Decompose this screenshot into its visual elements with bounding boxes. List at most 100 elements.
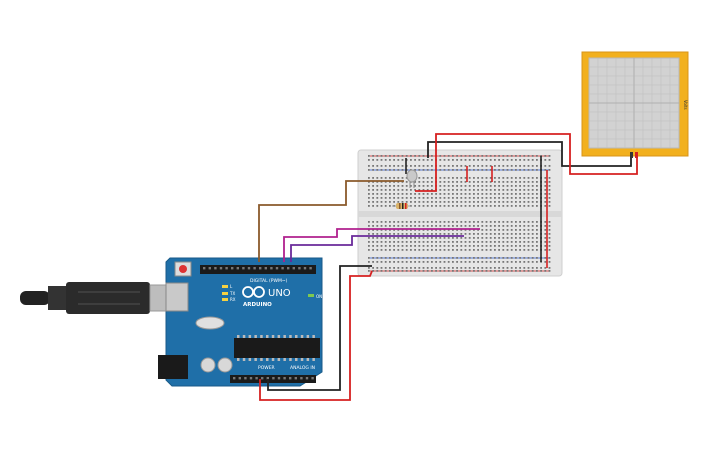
breadboard-hole xyxy=(477,270,479,272)
breadboard-hole xyxy=(452,221,454,223)
chip-pin xyxy=(237,335,240,338)
wire-black-gnd[interactable] xyxy=(267,265,372,391)
breadboard-hole xyxy=(393,221,395,223)
wire-black-scope[interactable] xyxy=(427,141,632,167)
breadboard-hole xyxy=(452,267,454,269)
breadboard-hole xyxy=(510,159,513,161)
wire-magenta-pin[interactable] xyxy=(283,228,480,262)
breadboard-hole xyxy=(523,237,526,239)
breadboard-hole xyxy=(405,189,408,191)
wire-purple-pin[interactable] xyxy=(290,235,464,262)
breadboard-hole xyxy=(485,185,488,187)
breadboard-hole xyxy=(468,267,471,269)
breadboard-hole xyxy=(519,237,521,239)
breadboard-hole xyxy=(548,270,551,272)
breadboard-hole xyxy=(489,193,492,195)
breadboard-hole xyxy=(544,165,547,167)
wire-brown-pin-to-resistor[interactable] xyxy=(258,180,404,262)
breadboard-hole xyxy=(443,193,446,195)
breadboard-hole xyxy=(494,237,496,239)
breadboard-hole xyxy=(510,201,513,203)
breadboard-hole xyxy=(519,197,521,199)
breadboard-hole xyxy=(519,201,521,203)
breadboard-hole xyxy=(439,181,442,183)
crystal-oscillator xyxy=(195,316,225,330)
breadboard-hole xyxy=(481,233,484,235)
breadboard-hole xyxy=(531,267,534,269)
breadboard-hole xyxy=(498,185,500,187)
breadboard-hole xyxy=(536,159,538,161)
breadboard-hole xyxy=(384,225,387,227)
oscilloscope[interactable]: Volts xyxy=(581,51,689,158)
breadboard-hole xyxy=(389,189,391,191)
breadboard-hole xyxy=(460,267,463,269)
breadboard-hole xyxy=(452,270,454,272)
breadboard-hole xyxy=(435,245,437,247)
breadboard-hole xyxy=(380,257,383,259)
breadboard-hole xyxy=(544,267,547,269)
breadboard-hole xyxy=(443,221,446,223)
breadboard-hole xyxy=(498,189,500,191)
resistor-component[interactable] xyxy=(392,203,412,209)
breadboard-hole xyxy=(527,155,530,157)
breadboard-hole xyxy=(519,241,521,243)
breadboard-hole xyxy=(380,261,383,263)
breadboard-hole xyxy=(372,257,374,259)
breadboard-hole xyxy=(410,193,412,195)
digital-header[interactable] xyxy=(200,265,316,274)
breadboard-hole xyxy=(426,189,429,191)
breadboard-hole xyxy=(384,177,387,179)
breadboard-hole xyxy=(527,237,530,239)
breadboard-hole xyxy=(473,267,475,269)
chip-pin xyxy=(254,358,257,361)
breadboard-hole xyxy=(494,225,496,227)
breadboard-hole xyxy=(481,261,484,263)
oscilloscope-terminal-negative[interactable] xyxy=(630,152,633,158)
breadboard-hole xyxy=(410,249,412,251)
breadboard-hole xyxy=(468,261,471,263)
breadboard-hole xyxy=(523,229,526,231)
chip-pin xyxy=(242,335,246,338)
led-component[interactable] xyxy=(406,169,418,188)
breadboard-hole xyxy=(447,181,450,183)
breadboard-hole xyxy=(494,177,496,179)
breadboard-hole xyxy=(384,185,387,187)
usb-cable[interactable] xyxy=(20,282,181,314)
breadboard-hole xyxy=(531,241,534,243)
breadboard-hole xyxy=(397,241,400,243)
breadboard-hole xyxy=(548,181,551,183)
breadboard-hole xyxy=(452,237,454,239)
breadboard-hole xyxy=(460,237,463,239)
breadboard-hole xyxy=(468,225,471,227)
wire-red-5v[interactable] xyxy=(259,270,373,401)
breadboard-hole xyxy=(485,205,488,207)
breadboard[interactable] xyxy=(357,149,563,277)
breadboard-hole xyxy=(393,245,395,247)
breadboard-hole xyxy=(548,249,551,251)
breadboard-hole xyxy=(372,221,374,223)
breadboard-hole xyxy=(435,241,437,243)
breadboard-hole xyxy=(439,197,442,199)
breadboard-hole xyxy=(435,193,437,195)
wire-red-scope[interactable] xyxy=(415,133,638,192)
breadboard-hole xyxy=(519,261,521,263)
breadboard-hole xyxy=(418,261,421,263)
breadboard-hole xyxy=(527,159,530,161)
breadboard-hole xyxy=(536,229,538,231)
breadboard-hole xyxy=(468,270,471,272)
breadboard-hole xyxy=(389,257,391,259)
breadboard-hole xyxy=(485,233,488,235)
rx-led xyxy=(222,298,228,301)
breadboard-hole xyxy=(527,201,530,203)
breadboard-hole xyxy=(376,267,379,269)
breadboard-hole xyxy=(447,155,450,157)
breadboard-hole xyxy=(468,185,471,187)
reset-button[interactable] xyxy=(179,265,187,273)
oscilloscope-terminal-positive[interactable] xyxy=(635,152,638,158)
breadboard-hole xyxy=(414,241,416,243)
breadboard-hole xyxy=(473,245,475,247)
arduino-uno-board[interactable]: DIGITAL (PWM~) L TX RX ON UNO ARDUINO PO… xyxy=(158,257,323,387)
chip-pin xyxy=(300,335,304,338)
breadboard-hole xyxy=(519,159,521,161)
